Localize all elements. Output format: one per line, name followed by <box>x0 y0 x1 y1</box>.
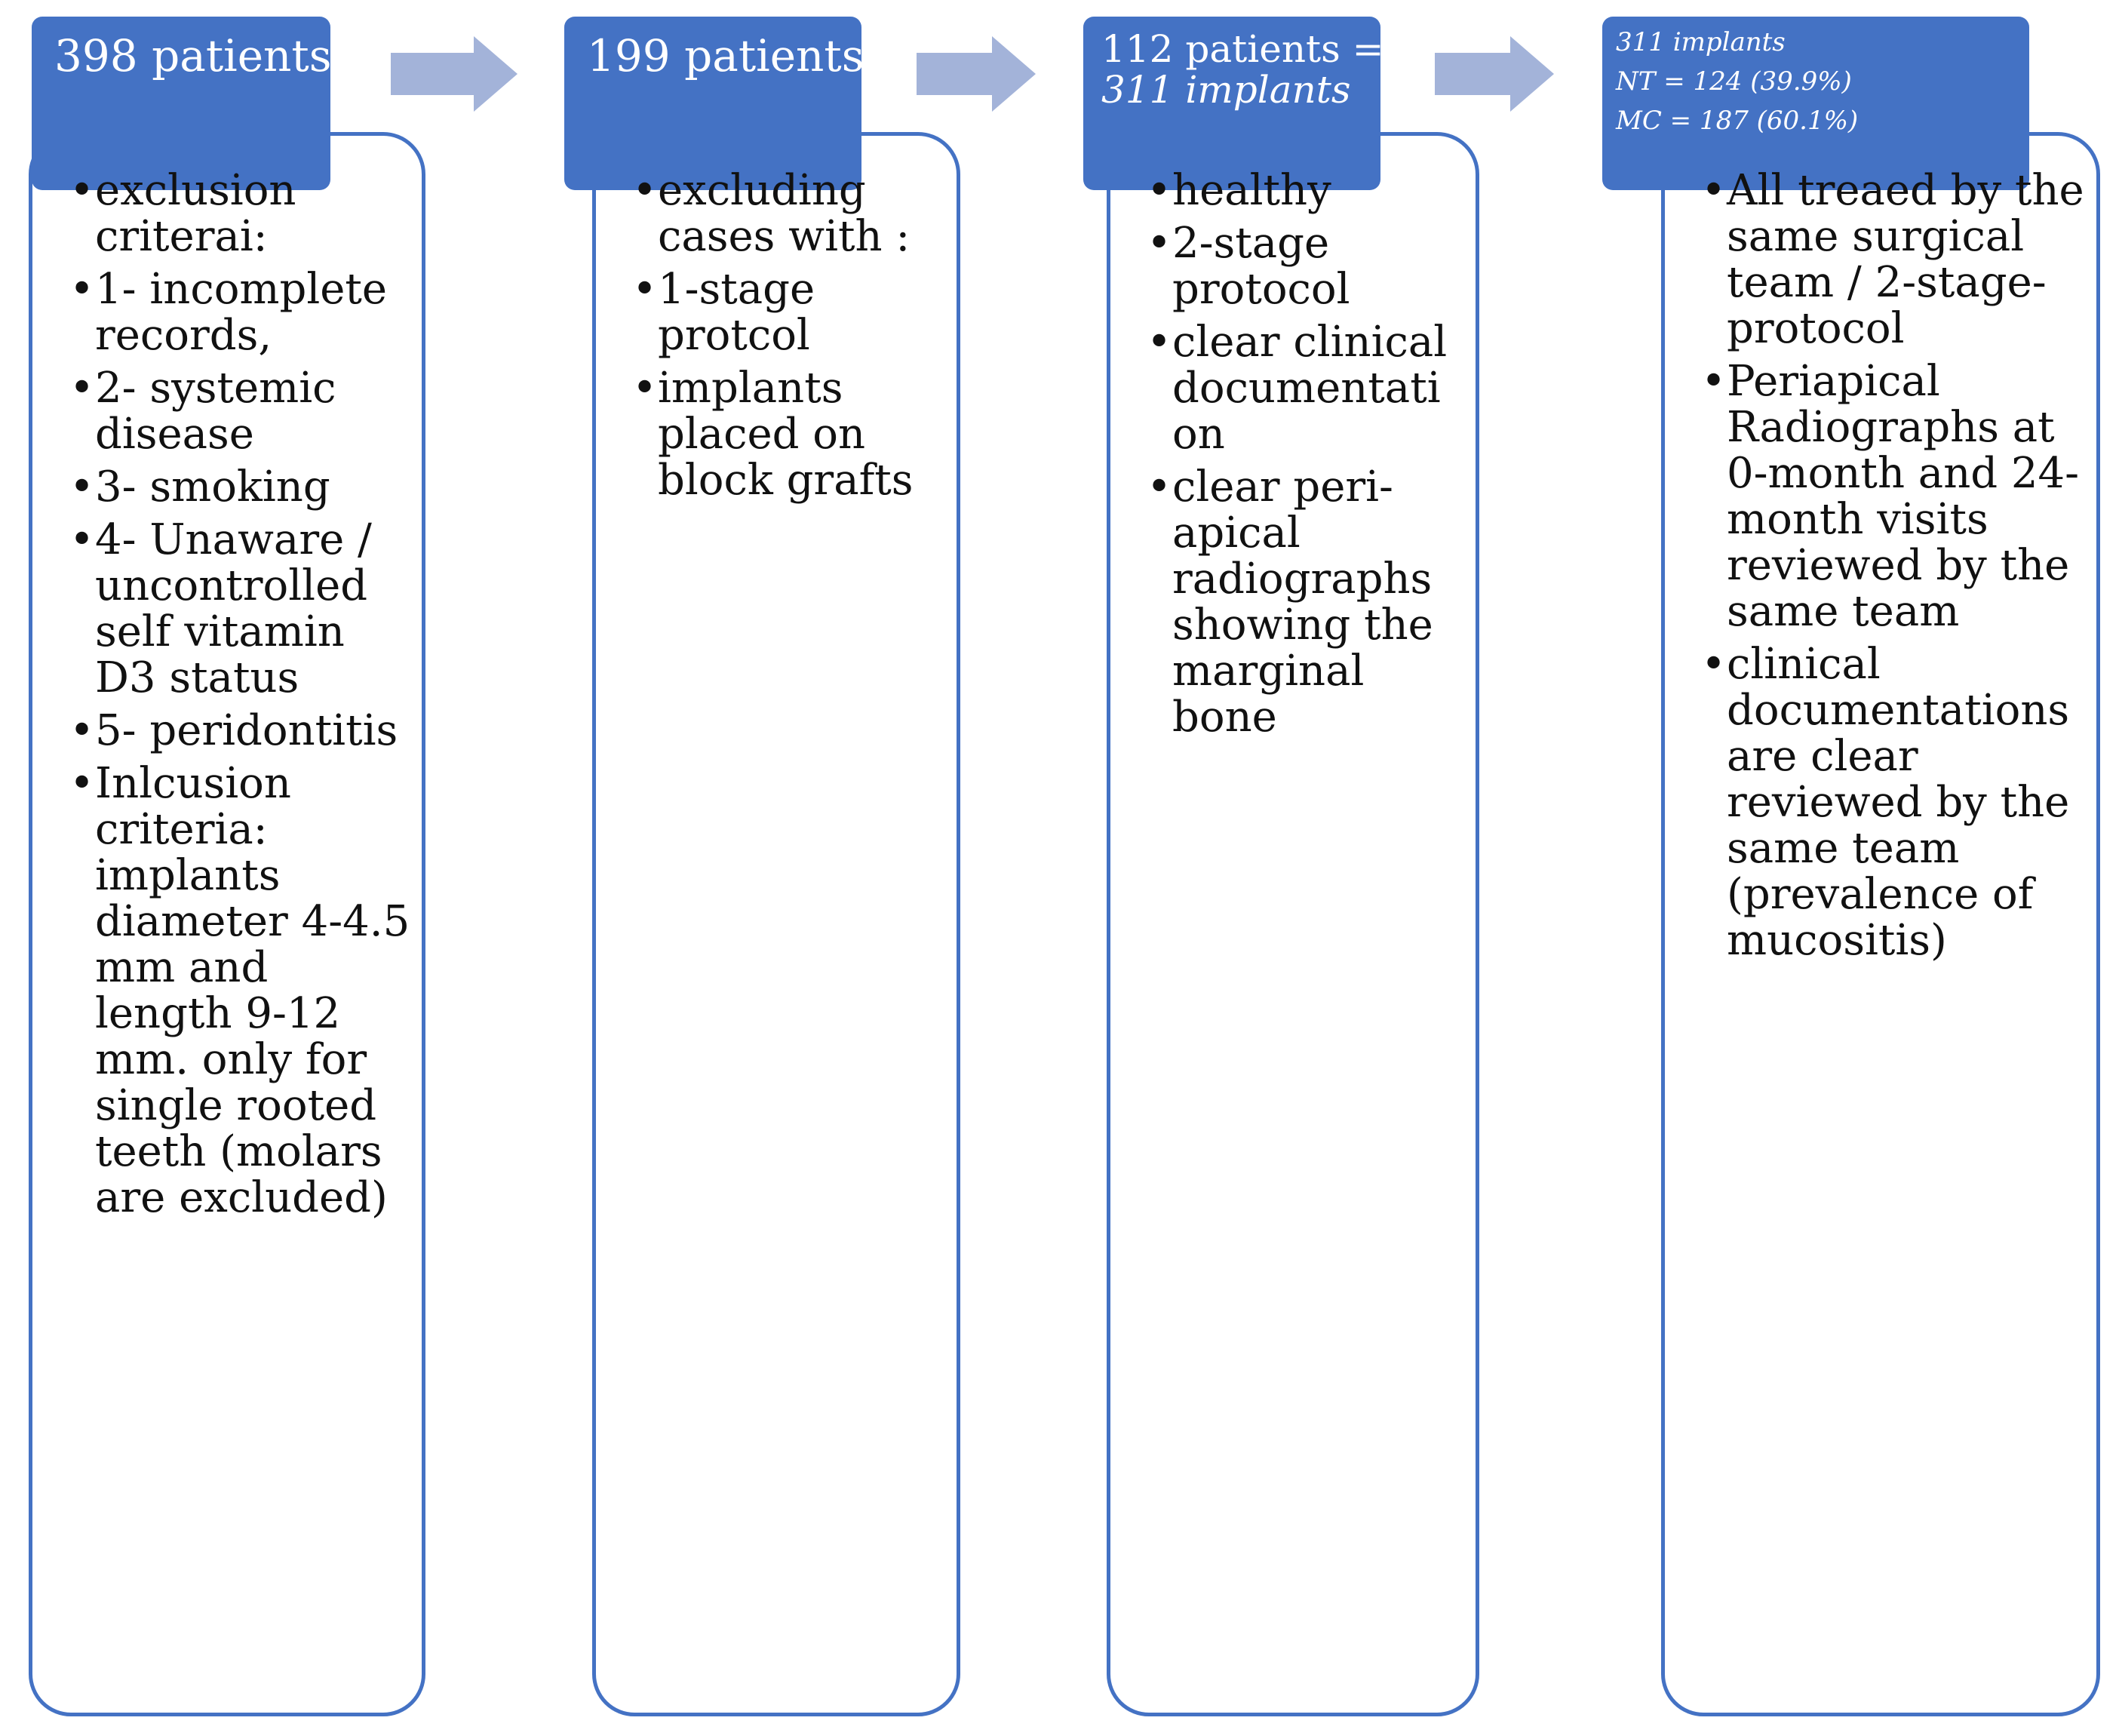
step-4-header-line-1: 311 implants <box>1616 27 1786 57</box>
bullet-dot-icon: • <box>69 515 95 564</box>
step-2-header-line-1: 199 patients <box>587 30 864 81</box>
bullet-dot-icon: • <box>1701 640 1727 689</box>
step-2-bullet: •implants placed on block grafts <box>632 364 914 505</box>
bullet-dot-icon: • <box>632 166 658 215</box>
step-1-bullet-list: •exclusion criterai: •1- incomplete reco… <box>69 167 416 1227</box>
step-1-bullet: •3- smoking <box>69 462 330 512</box>
step-1-header-line-1: 398 patients <box>54 30 332 81</box>
step-1-bullet: •5- peridontitis <box>69 706 398 755</box>
step-3-bullet: •2-stage protocol <box>1147 219 1350 314</box>
step-4-bullet: •clinical documentations are clear revie… <box>1701 640 2070 965</box>
right-arrow-shape <box>917 36 1036 112</box>
step-1-bullet: •Inlcusion criteria: implants diameter 4… <box>69 759 410 1222</box>
bullet-dot-icon: • <box>69 759 95 808</box>
step-4-header-line-3: MC = 187 (60.1%) <box>1616 106 1859 136</box>
step-2-card <box>592 132 960 1716</box>
step-1-card <box>29 132 425 1716</box>
right-arrow-icon <box>917 36 1036 112</box>
bullet-dot-icon: • <box>632 265 658 314</box>
step-2-bullet: •excluding cases with : <box>632 166 911 261</box>
step-4-header-line-2: NT = 124 (39.9%) <box>1616 66 1852 97</box>
step-1-header: 398 patients <box>32 17 332 190</box>
right-arrow-icon <box>1435 36 1554 112</box>
bullet-dot-icon: • <box>1147 166 1172 215</box>
step-3-bullet: •clear clinical documentati on <box>1147 318 1448 459</box>
step-2-bullet-list: •excluding cases with : •1-stage protcol… <box>632 167 949 510</box>
right-arrow-shape <box>391 36 517 112</box>
step-4-bullet: •All treaed by the same surgical team / … <box>1701 166 2084 353</box>
bullet-dot-icon: • <box>1147 318 1172 367</box>
step-4-bullet: •Periapical Radiographs at 0-month and 2… <box>1701 357 2080 636</box>
step-3-header-line-1: 112 patients = <box>1101 27 1384 71</box>
bullet-dot-icon: • <box>69 166 95 215</box>
bullet-dot-icon: • <box>69 462 95 512</box>
step-3-bullet: •clear peri-apical radiographs showing t… <box>1147 462 1433 742</box>
step-4-header: 311 implants NT = 124 (39.9%) MC = 187 (… <box>1602 17 2029 190</box>
step-2-bullet: •1-stage protcol <box>632 265 815 360</box>
bullet-dot-icon: • <box>1147 462 1172 512</box>
step-1-bullet: •4- Unaware / uncontrolled self vitamin … <box>69 515 372 702</box>
bullet-dot-icon: • <box>1701 166 1727 215</box>
step-2-header: 199 patients <box>564 17 864 190</box>
step-1-bullet: •1- incomplete records, <box>69 265 388 360</box>
step-1-bullet: •2- systemic disease <box>69 364 336 459</box>
step-3-bullet: •healthy <box>1147 166 1331 215</box>
step-4-bullet-list: •All treaed by the same surgical team / … <box>1701 167 2090 970</box>
bullet-dot-icon: • <box>69 706 95 755</box>
bullet-dot-icon: • <box>632 364 658 413</box>
bullet-dot-icon: • <box>1147 219 1172 268</box>
right-arrow-icon <box>391 36 517 112</box>
step-3-header-line-2: 311 implants <box>1101 68 1351 112</box>
step-3-card <box>1107 132 1479 1716</box>
bullet-dot-icon: • <box>1701 357 1727 406</box>
step-3-header: 112 patients = 311 implants <box>1083 17 1384 190</box>
step-1-bullet: •exclusion criterai: <box>69 166 296 261</box>
step-3-bullet-list: •healthy •2-stage protocol •clear clinic… <box>1147 167 1471 747</box>
bullet-dot-icon: • <box>69 364 95 413</box>
right-arrow-shape <box>1435 36 1554 112</box>
step-4-card <box>1661 132 2100 1716</box>
bullet-dot-icon: • <box>69 265 95 314</box>
